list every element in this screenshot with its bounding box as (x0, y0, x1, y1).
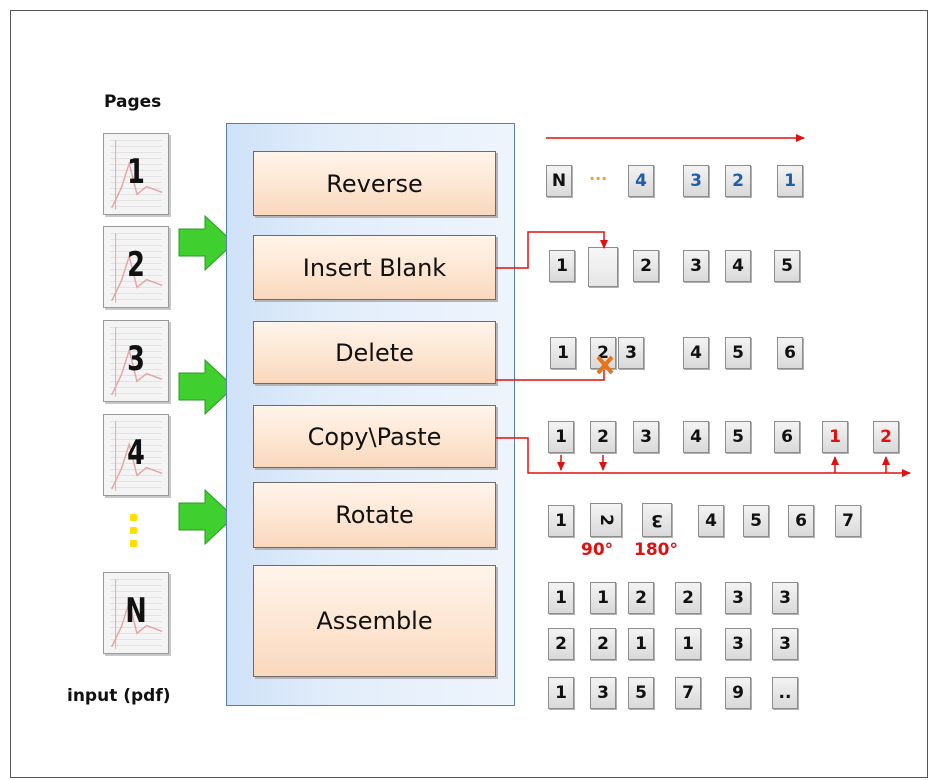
chart-sketch-icon (111, 233, 163, 303)
chart-sketch-icon (111, 579, 163, 649)
page-box: 2 (633, 250, 659, 282)
page-box: 6 (788, 505, 814, 537)
page-box: 6 (774, 421, 800, 453)
page-box: 5 (743, 505, 769, 537)
page-box: 3 (683, 250, 709, 282)
page-box: 1 (777, 165, 803, 197)
page-box: 3 (725, 628, 751, 660)
rotated-90-page-box: 2 (590, 503, 622, 537)
page-box: 4 (698, 505, 724, 537)
pages-label: Pages (104, 92, 162, 112)
page-box: 3 (618, 337, 644, 369)
page-box: 1 (590, 582, 616, 614)
page-box: 2 (675, 582, 701, 614)
input-pdf-label: input (pdf) (67, 686, 171, 706)
page-box: 3 (633, 421, 659, 453)
rotated-number: 2 (596, 514, 616, 526)
page-box: 1 (548, 421, 574, 453)
pasted-page-box: 2 (873, 421, 899, 453)
page-box: 2 (628, 582, 654, 614)
reverse-button[interactable]: Reverse (253, 151, 496, 216)
rotate-button[interactable]: Rotate (253, 482, 496, 548)
page-box: 2 (725, 165, 751, 197)
page-thumbnail-2: 2 (103, 226, 169, 308)
page-number: 1 (127, 152, 145, 192)
rotated-180-page-box: 3 (642, 503, 672, 537)
page-box: 1 (675, 628, 701, 660)
rotation-90-label: 90° (581, 540, 614, 560)
page-box: 3 (772, 628, 798, 660)
page-box: 4 (683, 421, 709, 453)
page-number: 3 (127, 339, 145, 379)
page-box: 6 (777, 337, 803, 369)
blank-page-box (588, 247, 618, 287)
rotation-180-label: 180° (634, 540, 678, 560)
vertical-ellipsis-icon (130, 514, 138, 553)
page-box: 1 (548, 677, 574, 709)
page-box: 1 (548, 505, 574, 537)
page-box: 3 (772, 582, 798, 614)
page-thumbnail-n: N (103, 572, 169, 654)
page-thumbnail-4: 4 (103, 414, 169, 496)
chart-sketch-icon (111, 421, 163, 491)
page-box: 1 (549, 250, 575, 282)
page-number: 4 (127, 433, 145, 473)
page-box: 5 (725, 421, 751, 453)
assemble-button[interactable]: Assemble (253, 565, 496, 677)
chart-sketch-icon (111, 140, 163, 210)
copy-paste-button[interactable]: Copy\Paste (253, 405, 496, 468)
rotated-number: 3 (651, 510, 663, 530)
page-number: N (125, 591, 147, 631)
page-box: 2 (590, 421, 616, 453)
page-thumbnail-3: 3 (103, 320, 169, 402)
chart-sketch-icon (111, 327, 163, 397)
page-box: 4 (628, 165, 654, 197)
page-number: 2 (127, 245, 145, 285)
page-box: 9 (725, 677, 751, 709)
page-box: 3 (683, 165, 709, 197)
page-box: 7 (675, 677, 701, 709)
page-box: 4 (683, 337, 709, 369)
pasted-page-box: 1 (822, 421, 848, 453)
page-box: 3 (590, 677, 616, 709)
page-box: 7 (835, 505, 861, 537)
page-box: 3 (725, 582, 751, 614)
page-box: 5 (774, 250, 800, 282)
page-box: 1 (628, 628, 654, 660)
page-box: 2 (590, 628, 616, 660)
page-box: 5 (725, 337, 751, 369)
page-box: .. (772, 677, 798, 709)
page-box: 5 (628, 677, 654, 709)
insert-blank-button[interactable]: Insert Blank (253, 235, 496, 300)
page-box: 1 (550, 337, 576, 369)
delete-button[interactable]: Delete (253, 321, 496, 384)
page-box: N (546, 165, 572, 197)
page-box: 4 (725, 250, 751, 282)
page-box: 2 (548, 628, 574, 660)
deleted-page-box: 2 (590, 337, 616, 369)
page-box: 1 (548, 582, 574, 614)
ellipsis-icon: ··· (589, 169, 608, 188)
page-thumbnail-1: 1 (103, 133, 169, 215)
